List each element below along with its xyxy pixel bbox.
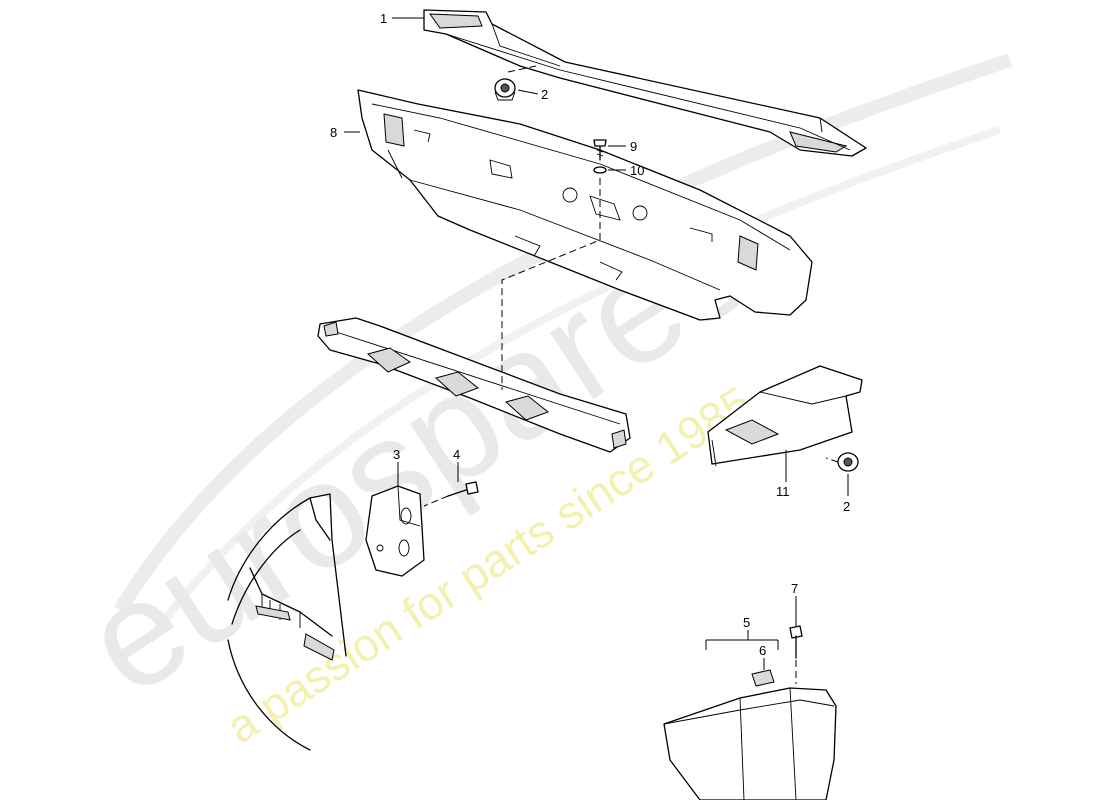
- callout-2-right: 2: [843, 499, 850, 514]
- alignment-lines: [423, 65, 839, 684]
- part-10-washer: [593, 166, 607, 174]
- leader-lines: [344, 17, 849, 670]
- callout-1: 1: [380, 11, 387, 26]
- part-4-bolt: [447, 481, 479, 497]
- impact-absorber-crossmember: [317, 317, 631, 453]
- part-11-bracket-shield: [707, 365, 863, 467]
- callout-8: 8: [330, 125, 337, 140]
- callout-4: 4: [453, 447, 460, 462]
- callout-3: 3: [393, 447, 400, 462]
- part-2-clip-top: [494, 78, 516, 101]
- part-6-clip: [751, 669, 775, 687]
- part-1-upper-rail: [423, 9, 867, 157]
- part-3-bracket: [365, 485, 425, 577]
- callout-2-top: 2: [541, 87, 548, 102]
- part-5-corner-cover: [663, 687, 837, 800]
- body-side-panel: [227, 493, 347, 751]
- callout-10: 10: [630, 163, 644, 178]
- part-2-clip-right: [837, 452, 859, 472]
- callout-labels: 1 2 8 9 10 3 4 11 2 7 5 6: [330, 11, 850, 658]
- callout-7: 7: [791, 581, 798, 596]
- callout-6: 6: [759, 643, 766, 658]
- callout-5: 5: [743, 615, 750, 630]
- part-8-bumper-cover: [357, 89, 813, 321]
- part-7-pin: [789, 625, 803, 659]
- callout-9: 9: [630, 139, 637, 154]
- callout-11: 11: [776, 484, 790, 499]
- part-9-screw: [593, 139, 607, 161]
